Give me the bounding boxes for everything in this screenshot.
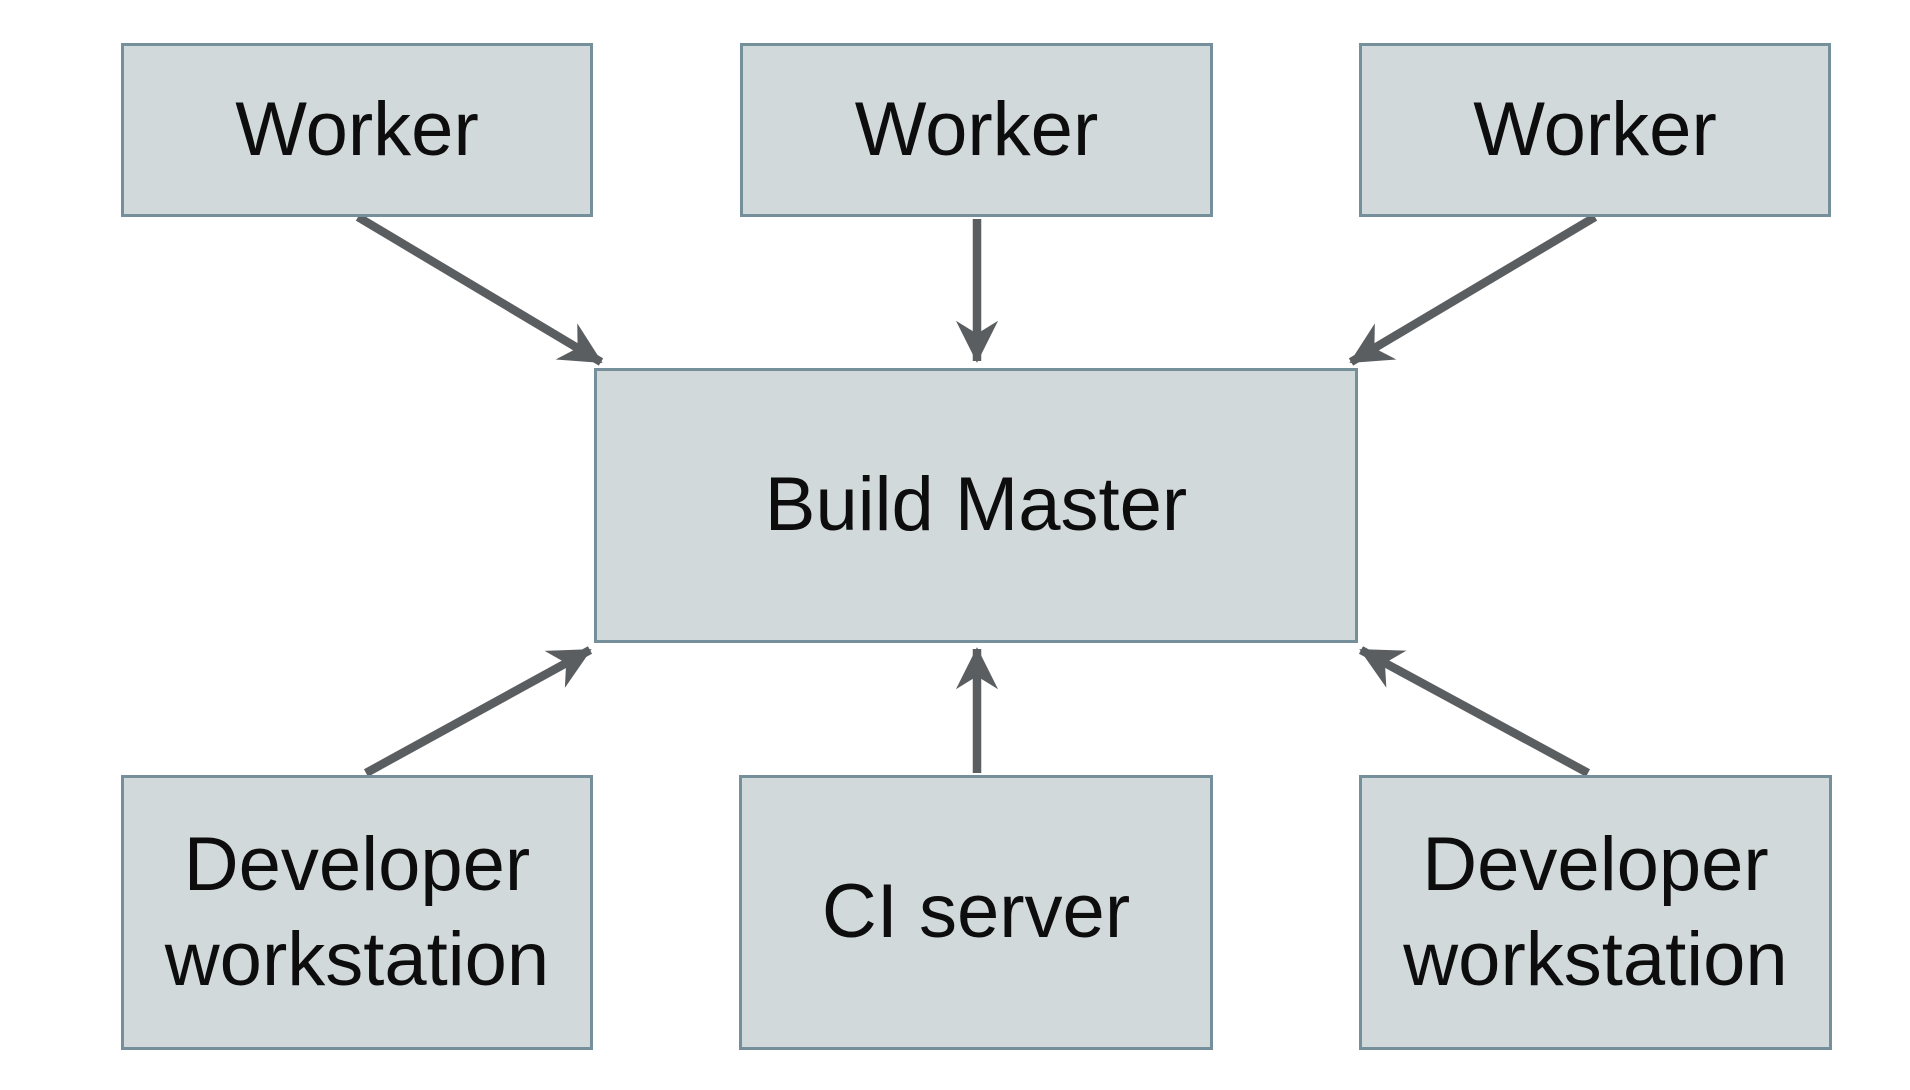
node-worker-3-label: Worker	[1473, 86, 1717, 172]
node-worker-2-label: Worker	[854, 86, 1099, 172]
node-developer-workstation-right-label: Developer workstation	[1403, 822, 1788, 1002]
arrow-dev-2-to-build-master	[1358, 646, 1591, 777]
node-developer-workstation-left: Developer workstation	[121, 775, 593, 1050]
arrow-dev-1-to-build-master	[363, 646, 593, 777]
node-build-master-label: Build Master	[764, 462, 1188, 548]
node-developer-workstation-left-label: Developer workstation	[164, 822, 550, 1002]
node-worker-3: Worker	[1359, 43, 1831, 217]
node-build-master: Build Master	[594, 368, 1358, 643]
node-worker-2: Worker	[740, 43, 1213, 217]
node-worker-1-label: Worker	[235, 86, 479, 172]
node-ci-server-label: CI server	[821, 869, 1131, 955]
node-worker-1: Worker	[121, 43, 593, 217]
node-ci-server: CI server	[739, 775, 1213, 1050]
node-developer-workstation-right: Developer workstation	[1359, 775, 1832, 1050]
arrow-worker-3-to-build-master	[1348, 213, 1598, 366]
arrow-worker-1-to-build-master	[355, 213, 604, 366]
